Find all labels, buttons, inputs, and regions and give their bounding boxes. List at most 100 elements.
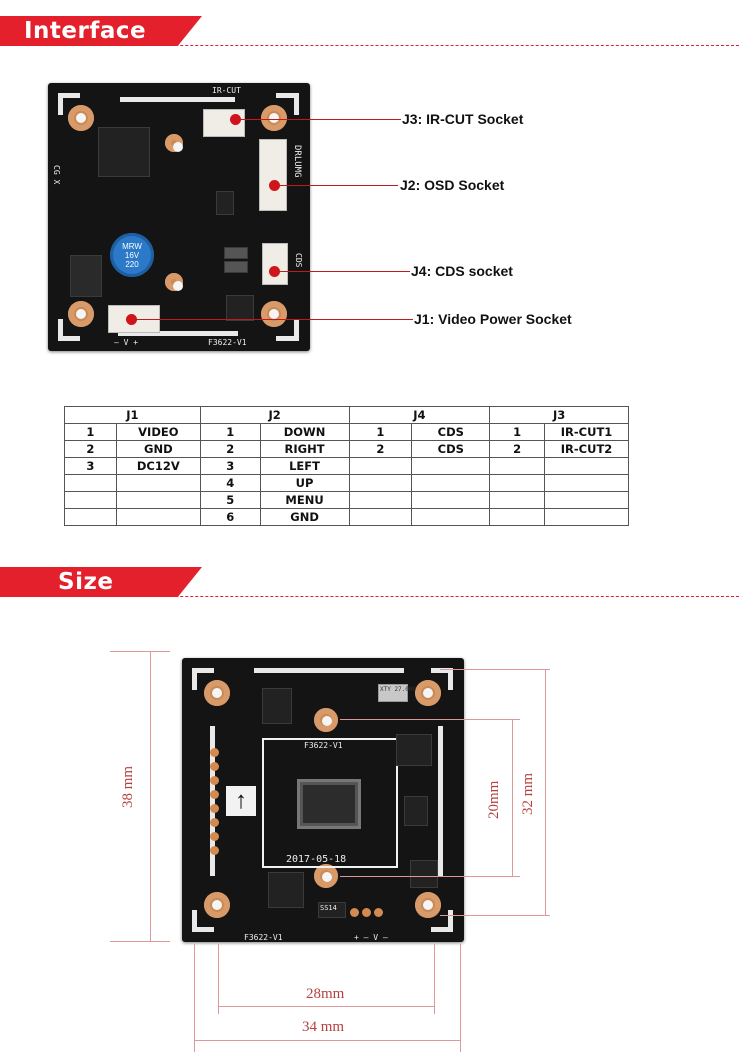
pcb-slot [448,668,453,690]
pcb-front: MRW 16V 220 IR-CUT DRLUMG CDS CG X F3622… [48,83,310,351]
callout-dot-j4 [269,266,280,277]
silk-power-bottom: + – V – [354,933,388,942]
inductor [410,860,438,888]
header-j3: J3 [489,406,629,424]
cell: 3 [64,457,117,475]
pcb-slot [448,910,453,932]
silk-model-bottom: F3622-V1 [244,933,283,942]
cell: 2 [489,440,546,458]
callout-dot-j2 [269,180,280,191]
cell: UP [259,474,350,492]
callout-dot-j3 [230,114,241,125]
cell: MENU [259,491,350,509]
dim-line-38 [150,651,151,941]
pcb-slot-top [254,668,404,673]
silk-cds: CDS [294,253,303,268]
pcb-slot-bottom [118,331,238,336]
cell: 1 [348,423,413,441]
cell: 6 [199,508,261,526]
pcb-slot [294,93,299,115]
cap-brand: MRW [122,242,142,251]
lens-mount-hole [314,864,338,888]
j4-cds-connector [262,243,288,285]
cell: 5 [199,491,261,509]
smd-chip [262,688,292,724]
silk-model: F3622-V1 [208,338,247,347]
dim-width-inner: 28mm [306,986,345,1002]
smd-part [224,261,248,273]
pcb-slot [294,319,299,341]
via-pad [165,134,183,152]
cell [64,491,117,509]
dim-height-outer: 38 mm [120,765,136,808]
cap-voltage: 16V [124,251,140,260]
cell: VIDEO [115,423,201,441]
cell: CDS [411,423,491,441]
cell [544,457,629,475]
cell [348,457,413,475]
smd-part [224,247,248,259]
size-banner: Size [0,567,739,597]
cap-value: 220 [125,260,139,269]
cell: 1 [489,423,546,441]
silk-ircut: IR-CUT [212,86,241,95]
dsp-chip [98,127,150,177]
pcb-slot [276,336,298,341]
cell [489,508,546,526]
cell: DOWN [259,423,350,441]
dim-ext-line [340,719,520,720]
lens-frame [262,738,398,868]
solder-pad [210,818,219,827]
callout-j3-label: J3: IR-CUT Socket [402,111,524,127]
dim-ext-line [434,944,435,1014]
solder-pad [210,790,219,799]
cell: 3 [199,457,261,475]
regulator-chip [268,872,304,908]
cell: IR-CUT2 [544,440,629,458]
dim-line-20 [512,719,513,876]
dim-ext-line [340,876,520,877]
cell [115,474,201,492]
cell [348,491,413,509]
electrolytic-capacitor: MRW 16V 220 [110,233,154,277]
cell [64,474,117,492]
size-banner-tab [0,567,202,597]
dim-line-34 [194,1040,460,1041]
cell: 1 [64,423,117,441]
smd-part [216,191,234,215]
diode-chip [70,255,102,297]
cell [64,508,117,526]
dim-height-mount: 32 mm [520,772,536,815]
interface-divider [0,45,739,46]
cell: LEFT [259,457,350,475]
cell: GND [115,440,201,458]
cell: IR-CUT1 [544,423,629,441]
orientation-arrow: ↑ [226,786,256,816]
crystal [378,684,408,702]
via-pad [165,273,183,291]
pcb-slot [58,93,63,115]
header-j1: J1 [64,406,201,424]
callout-dot-j1 [126,314,137,325]
pcb-slot [276,93,298,98]
cell [544,474,629,492]
solder-pad [210,776,219,785]
pcb-slot-right [438,726,443,876]
cell [348,474,413,492]
dim-ext-line [440,669,550,670]
cell [411,457,491,475]
cell: 2 [64,440,117,458]
cell: 4 [199,474,261,492]
mount-hole [261,105,287,131]
cell: 2 [348,440,413,458]
pcb-slot [431,668,453,673]
lens-mount-hole [314,708,338,732]
silk-drlumg: DRLUMG [292,145,302,178]
cell: 1 [199,423,261,441]
solder-pad [362,908,371,917]
solder-pad [210,804,219,813]
mount-hole [204,892,230,918]
dim-width-outer: 34 mm [302,1019,345,1035]
mount-hole [261,301,287,327]
